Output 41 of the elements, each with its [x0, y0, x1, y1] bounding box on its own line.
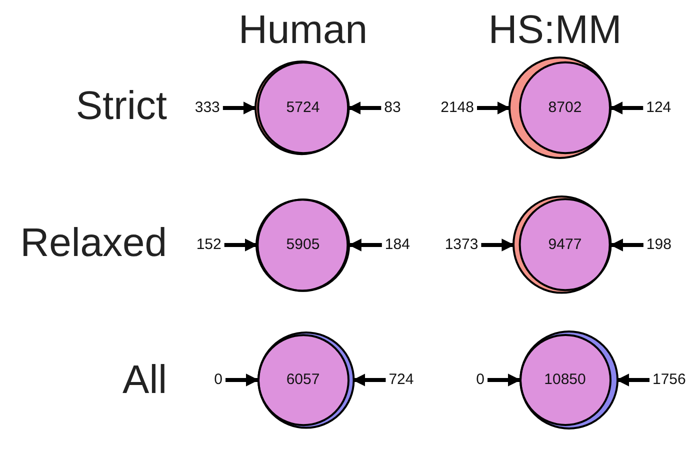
venn-diagram [512, 195, 612, 295]
arrow [348, 102, 382, 114]
count-label: 1756 [652, 371, 686, 389]
count-label: 724 [388, 371, 414, 389]
count-label: 5905 [286, 236, 320, 254]
count-label: 0 [476, 371, 484, 389]
arrow [348, 238, 382, 252]
arrow [226, 374, 259, 386]
arrow [222, 102, 256, 114]
venn-diagram [508, 56, 612, 160]
column-header: Human [238, 10, 368, 50]
arrow [488, 374, 521, 386]
count-label: 333 [194, 99, 220, 117]
row-header: All [122, 360, 167, 400]
venn-diagram [518, 330, 618, 430]
count-label: 2148 [440, 99, 474, 117]
row-header: Relaxed [20, 223, 167, 263]
count-label: 8702 [548, 98, 582, 117]
count-label: 0 [214, 371, 222, 389]
count-label: 9477 [548, 236, 582, 254]
venn-diagram [256, 330, 355, 430]
row-header: Strict [76, 86, 167, 126]
arrow [481, 238, 514, 252]
arrow [610, 238, 644, 252]
count-label: 124 [646, 99, 672, 117]
count-label: 184 [384, 236, 410, 254]
count-label: 152 [196, 236, 222, 254]
column-header: HS:MM [488, 10, 622, 50]
count-label: 10850 [544, 370, 586, 389]
count-label: 5724 [286, 98, 320, 117]
count-label: 198 [646, 236, 672, 254]
arrow [610, 102, 644, 114]
arrow [224, 238, 258, 252]
venn-diagram [255, 198, 351, 292]
count-label: 1373 [444, 236, 478, 254]
count-label: 83 [384, 99, 401, 117]
venn-diagram [254, 60, 350, 156]
arrow [477, 102, 510, 114]
count-label: 6057 [286, 370, 320, 389]
arrow [352, 374, 386, 386]
arrow [616, 374, 650, 386]
